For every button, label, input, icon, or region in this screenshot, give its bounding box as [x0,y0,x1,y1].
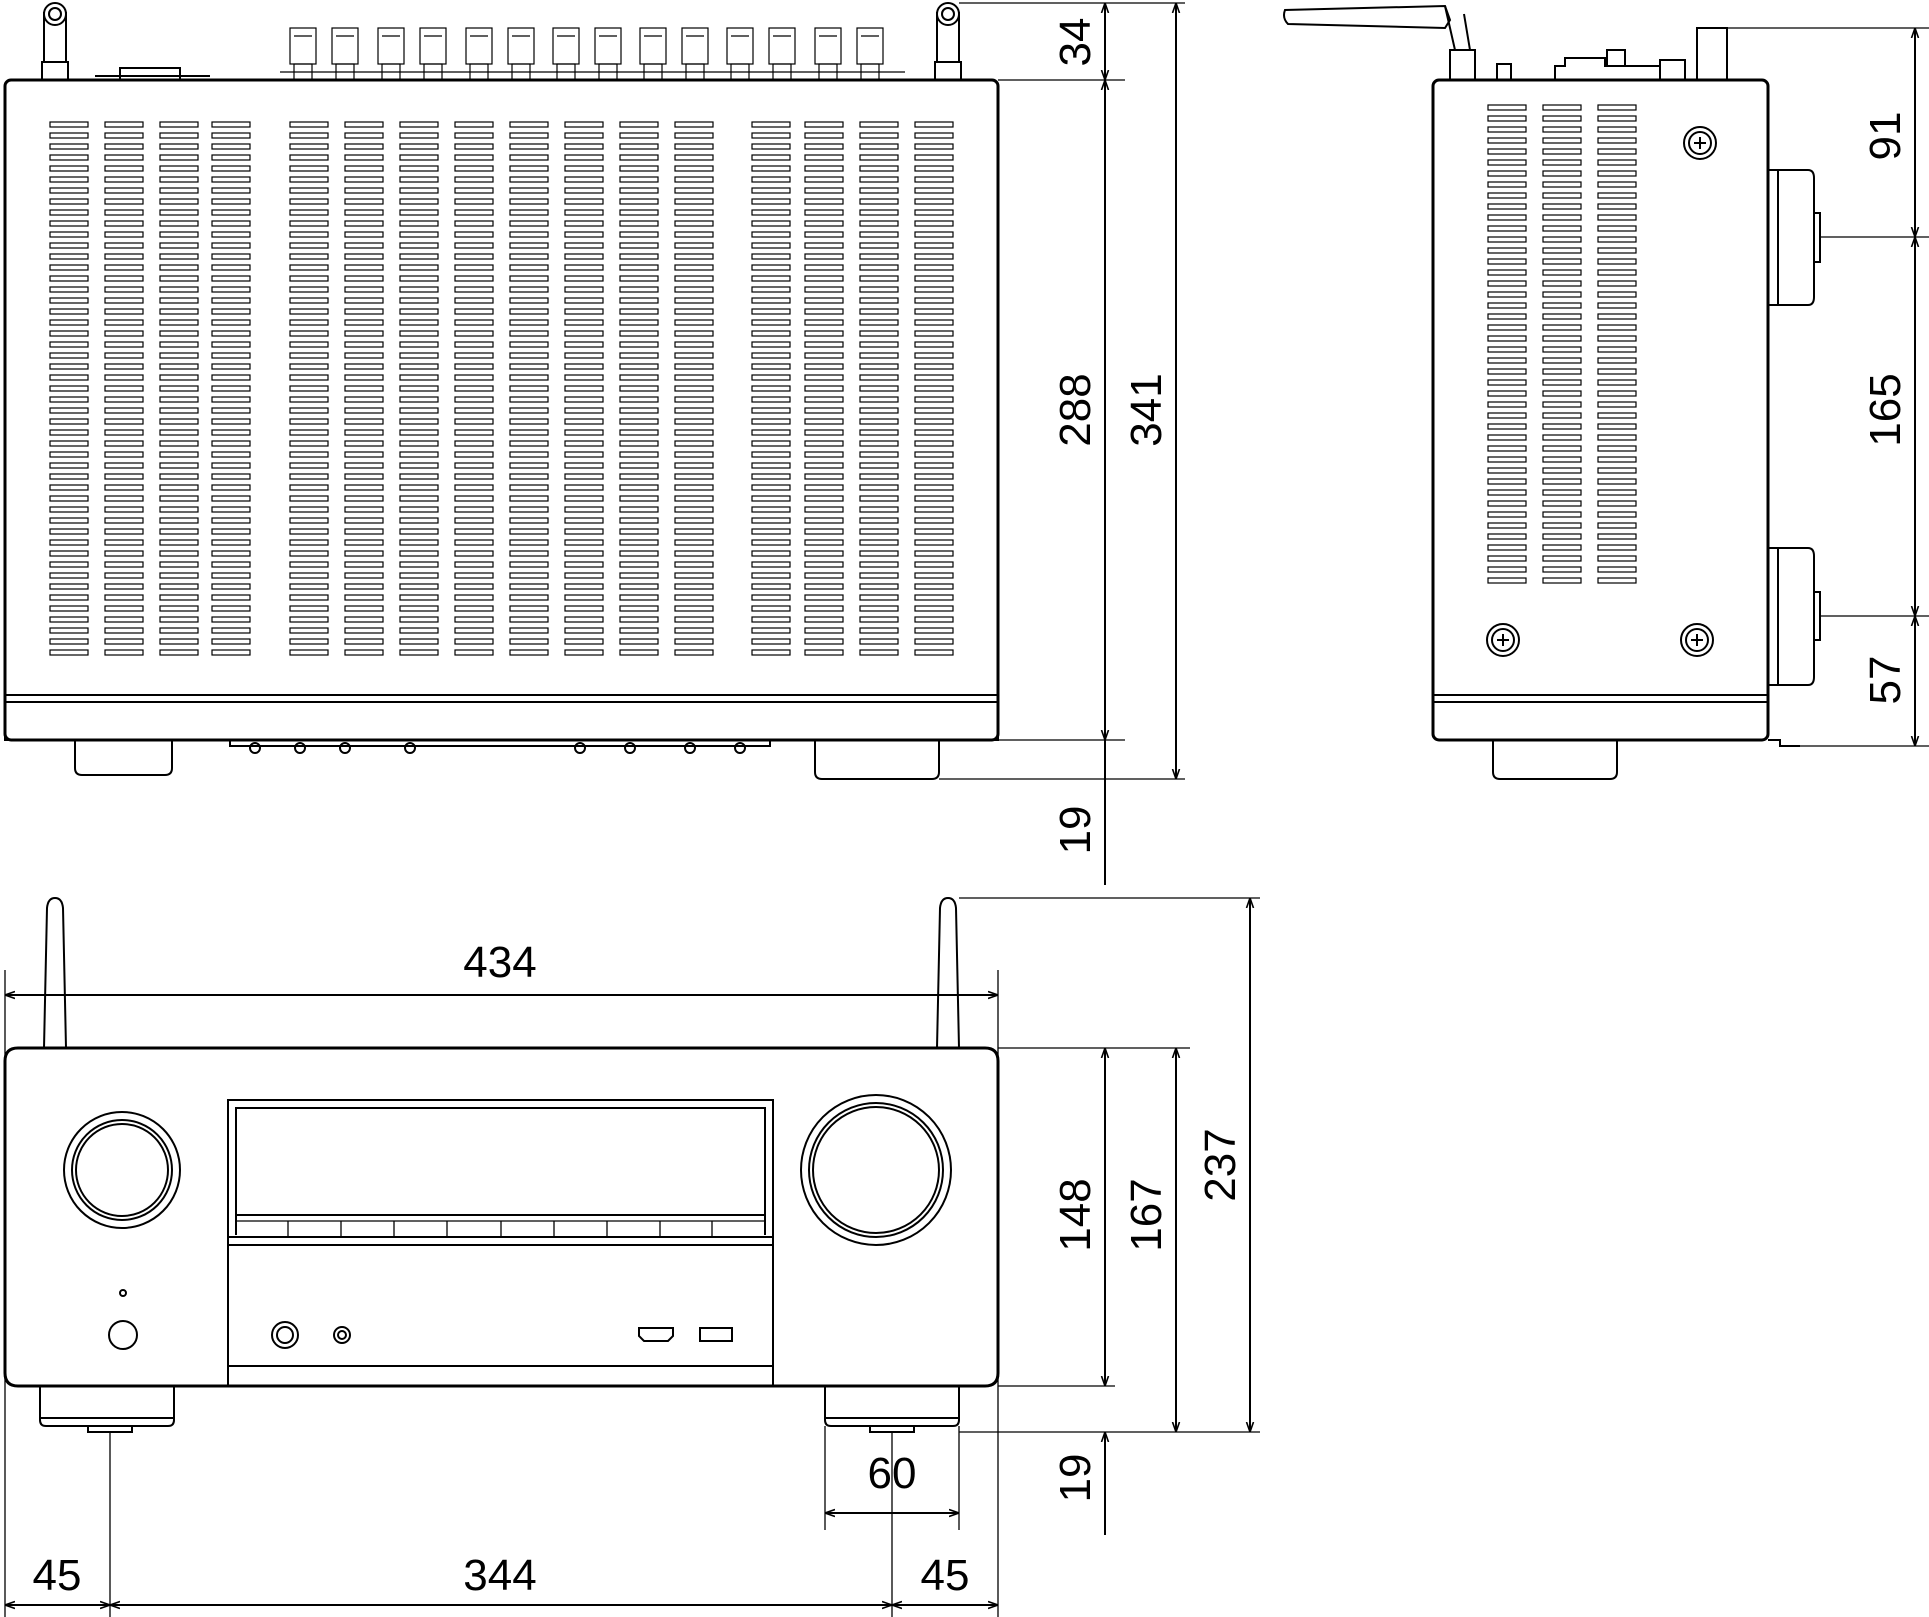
top-view-foot-left [74,740,173,776]
dim-front-width: 434 [463,938,536,987]
dim-side-upper: 91 [1861,112,1910,161]
speaker-terminal [507,27,535,65]
dim-front-body-height: 148 [1051,1178,1100,1251]
dim-side-lower: 57 [1861,656,1910,705]
front-view-antenna-left [43,896,67,1049]
dim-front-foot-offset-right: 45 [921,1551,970,1600]
speaker-terminal [768,27,796,65]
side-view-chassis [1431,78,1770,742]
front-view-mic-jack [333,1326,351,1344]
dim-body-depth: 288 [1051,373,1100,446]
front-view-foot-right [824,1386,960,1427]
side-view-knob-upper [1768,169,1821,306]
dim-terminal-depth: 34 [1051,18,1100,67]
front-view-power-button [108,1320,138,1350]
front-view-hdmi-port [638,1327,674,1342]
speaker-terminal [856,27,884,65]
speaker-terminal [331,27,359,65]
top-view-antenna-right [934,2,962,81]
side-view-antenna [1283,4,1476,81]
top-view: 34 288 341 19 [3,2,1185,885]
dim-side-middle: 165 [1861,373,1910,446]
speaker-terminal [726,27,754,65]
speaker-terminal [377,27,405,65]
dim-top-foot-depth: 19 [1051,806,1100,855]
top-view-front-controls [229,740,771,747]
side-view-screw [1683,126,1717,160]
front-view-foot-left [39,1386,175,1427]
side-view-knob-lower [1768,547,1821,686]
speaker-terminal [814,27,842,65]
side-view-screw [1680,623,1714,657]
dim-total-depth: 341 [1122,373,1171,446]
speaker-terminal [289,27,317,65]
front-view-headphone-jack [271,1321,299,1349]
front-view-chassis [3,1046,1000,1388]
top-view-speaker-terminals [280,27,905,81]
front-view-power-led [119,1289,127,1297]
speaker-terminal [681,27,709,65]
dim-front-foot-spacing: 344 [463,1551,536,1600]
front-view: 434 148 167 237 19 60 45 344 45 [3,896,1260,1617]
top-view-front-lip [4,694,999,741]
dim-front-height-feet: 167 [1122,1178,1171,1251]
front-view-button-row [236,1220,765,1237]
speaker-terminal [465,27,493,65]
dim-front-foot-height: 19 [1051,1454,1100,1503]
side-view-foot [1492,740,1618,780]
speaker-terminal [594,27,622,65]
speaker-terminal [552,27,580,65]
top-view-foot-right [814,740,940,780]
front-view-display-window [227,1099,774,1387]
top-view-chassis [3,78,1000,742]
front-view-antenna-right [936,896,960,1049]
side-view: 91 165 57 [1283,4,1929,780]
front-view-knob-left [63,1111,181,1229]
top-view-vents [49,121,954,656]
dim-front-foot-width: 60 [868,1449,917,1498]
dim-front-foot-offset-left: 45 [33,1551,82,1600]
side-view-screw [1486,623,1520,657]
dim-front-height-antenna: 237 [1196,1128,1245,1201]
front-view-usb-port [699,1327,733,1342]
top-view-antenna-left [41,2,69,81]
front-view-knob-right [800,1094,952,1246]
speaker-terminal [639,27,667,65]
side-view-connectors [1496,27,1728,81]
speaker-terminal [419,27,447,65]
side-view-vents [1487,104,1637,584]
